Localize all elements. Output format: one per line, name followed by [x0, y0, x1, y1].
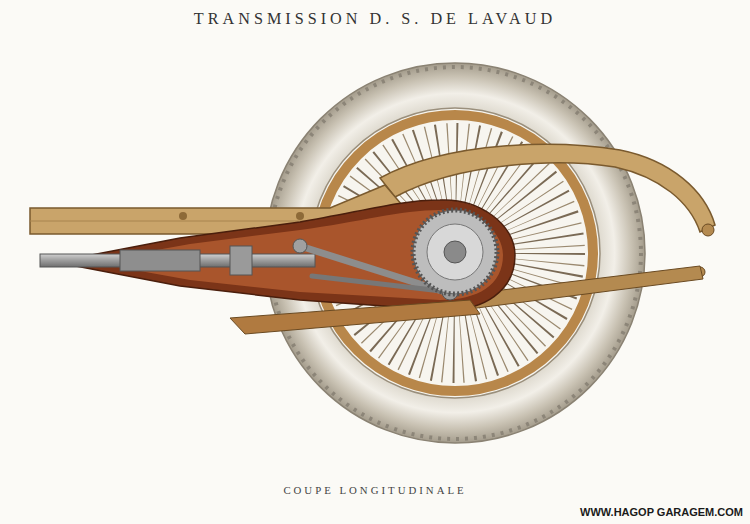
watermark-slot: WWW.HAGOP GARAGEM.COM — [450, 506, 743, 518]
wheel-hub — [444, 241, 466, 263]
watermark: WWW.HAGOP GARAGEM.COM — [450, 506, 743, 518]
shaft-collar — [120, 250, 200, 271]
rod-pin — [293, 239, 307, 253]
tire — [265, 63, 645, 443]
caption-slot: COUPE LONGITUDINALE — [0, 484, 750, 496]
rivet — [179, 212, 187, 220]
title-slot: TRANSMISSION D. S. DE LAVAUD — [0, 10, 750, 29]
rivet — [296, 212, 304, 220]
tire-tread — [269, 67, 641, 439]
caption: COUPE LONGITUDINALE — [0, 484, 750, 496]
lower-plate — [230, 300, 480, 334]
beam-edge — [30, 221, 340, 222]
pivot-bolt — [702, 224, 714, 236]
gear-disc — [427, 224, 483, 280]
ring-gear — [413, 210, 497, 294]
gear-teeth — [413, 210, 497, 294]
title: TRANSMISSION D. S. DE LAVAUD — [0, 10, 750, 29]
shaft-bearing — [230, 246, 252, 275]
